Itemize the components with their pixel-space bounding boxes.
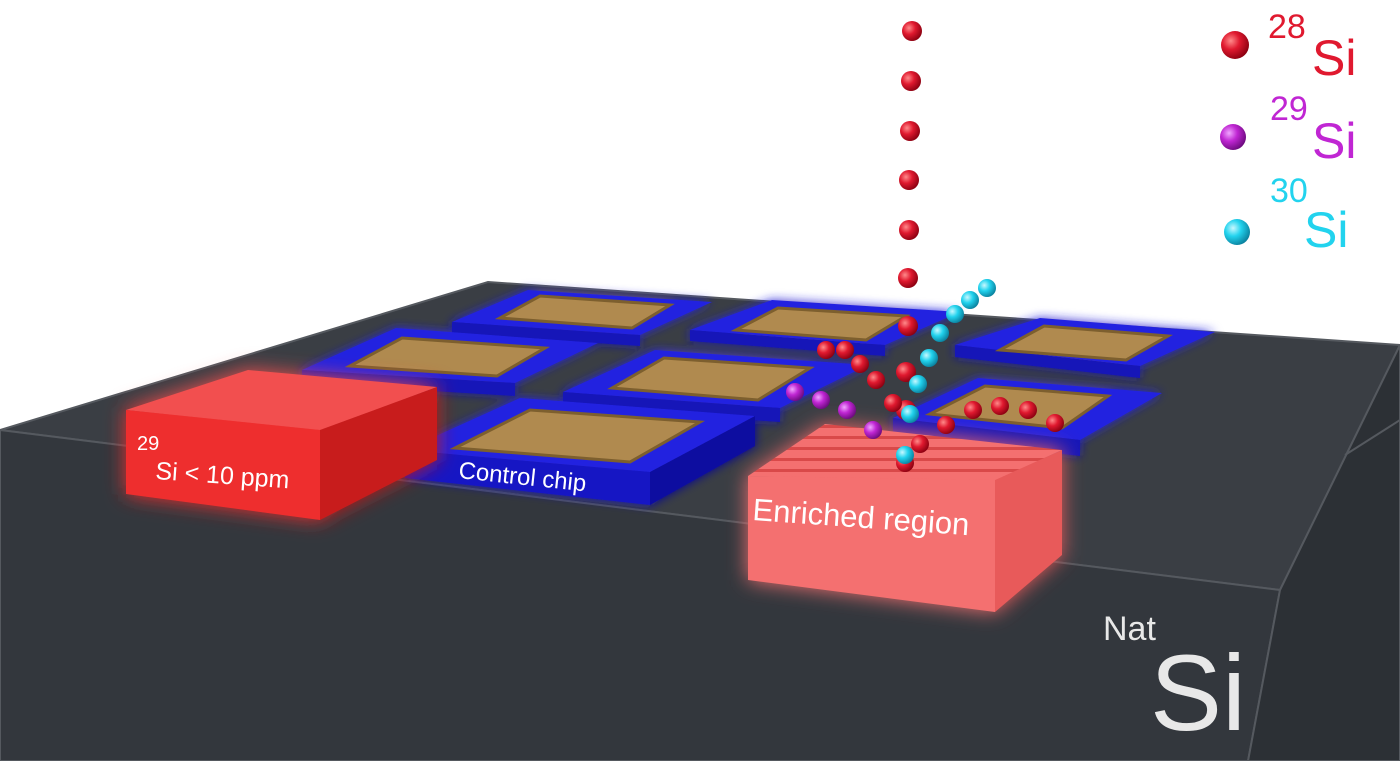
si30-atom — [978, 279, 996, 297]
chip-back-center — [690, 300, 960, 356]
si28-atom — [899, 170, 919, 190]
legend-item-si28: 28 Si — [1221, 8, 1356, 86]
si28-atom — [898, 268, 918, 288]
si28-atom — [1046, 414, 1064, 432]
chip-back-left — [452, 290, 712, 346]
legend-si30-symbol: Si — [1304, 202, 1348, 258]
si30-atom — [896, 446, 914, 464]
legend-si28-symbol: Si — [1312, 30, 1356, 86]
si28-atom — [836, 341, 854, 359]
legend-si28-marker — [1221, 31, 1249, 59]
substrate-right-face — [1246, 344, 1400, 761]
chip-back-right — [955, 318, 1215, 378]
si28-atom — [817, 341, 835, 359]
si29-beam — [786, 383, 882, 439]
legend-si30-marker — [1224, 219, 1250, 245]
chip-middle-left — [302, 328, 598, 396]
si28-atom — [902, 21, 922, 41]
si28-atom — [991, 397, 1009, 415]
enriched-region-front — [748, 476, 995, 612]
si29-atom — [838, 401, 856, 419]
si30-atom — [920, 349, 938, 367]
enriched-region-side — [995, 450, 1062, 612]
legend-si30-mass: 30 — [1270, 172, 1308, 210]
substrate-symbol: Si — [1150, 632, 1246, 753]
si30-atom — [901, 405, 919, 423]
low-29si-block — [126, 370, 437, 520]
substrate-edge-line — [1344, 419, 1400, 456]
control-chip-array — [302, 290, 1215, 505]
low-29si-block-top — [126, 370, 437, 430]
si28-atom — [901, 71, 921, 91]
si28-atom — [896, 362, 916, 382]
si28-beam — [817, 21, 1064, 472]
si29-atom — [812, 391, 830, 409]
si28-atom — [900, 121, 920, 141]
chip-front-control — [405, 398, 755, 505]
isotope-legend: 28 Si 29 Si 30 Si — [1220, 8, 1356, 258]
legend-si28-mass: 28 — [1268, 8, 1306, 46]
si30-atom — [931, 324, 949, 342]
legend-si29-marker — [1220, 124, 1246, 150]
si28-atom — [1019, 401, 1037, 419]
si28-atom — [851, 355, 869, 373]
si30-atom — [909, 375, 927, 393]
low-29si-superscript: 29 — [137, 433, 159, 455]
si30-atom — [946, 305, 964, 323]
si29-atom — [786, 383, 804, 401]
si30-beam — [896, 279, 996, 464]
si30-atom — [961, 291, 979, 309]
low-29si-block-side — [320, 387, 437, 520]
si28-atom — [937, 416, 955, 434]
si28-atom — [964, 401, 982, 419]
si28-atom — [884, 394, 902, 412]
si28-atom — [899, 220, 919, 240]
si28-atom — [898, 316, 918, 336]
isotope-beams — [786, 21, 1064, 472]
si28-atom — [867, 371, 885, 389]
low-29si-block-front — [126, 410, 320, 520]
substrate-superscript: Nat — [1103, 610, 1156, 648]
legend-si29-symbol: Si — [1312, 113, 1356, 169]
legend-si29-mass: 29 — [1270, 90, 1308, 128]
si28-atom — [911, 435, 929, 453]
legend-item-si30: 30 Si — [1224, 172, 1348, 258]
legend-item-si29: 29 Si — [1220, 90, 1356, 169]
si29-atom — [864, 421, 882, 439]
